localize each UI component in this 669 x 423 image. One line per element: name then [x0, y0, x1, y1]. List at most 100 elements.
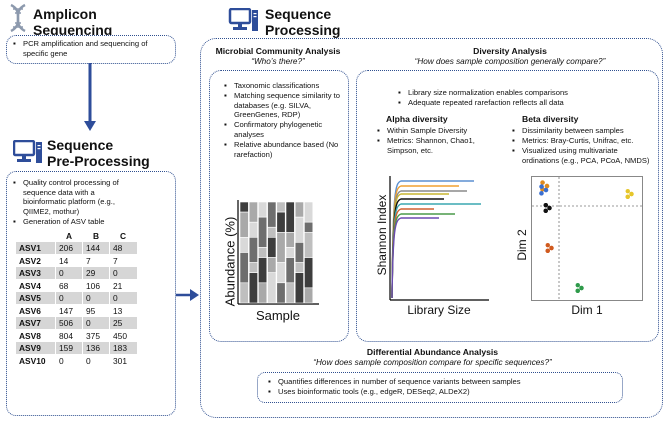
bar-segment [239, 237, 249, 253]
preprocessing-bullet-qc: Quality control processing of sequence d… [13, 178, 131, 216]
alpha-title: Alpha diversity [386, 114, 448, 124]
abundance-xlabel: Sample [255, 308, 301, 323]
asv-row-name: ASV3 [15, 266, 56, 280]
bar-segment [294, 242, 304, 263]
bar-segment [258, 257, 268, 284]
differential-bullet-quantifies: Quantifies differences in number of sequ… [268, 377, 612, 387]
bar-segment [267, 272, 277, 304]
bar-segment [248, 221, 258, 238]
bar-segment [258, 247, 268, 258]
bar-segment [285, 201, 295, 233]
sample-point [575, 282, 580, 288]
sample-point [539, 191, 544, 196]
shannon-ylabel: Shannon Index [375, 194, 389, 276]
bar-segment [294, 272, 304, 304]
beta-bullet-visualized: Visualized using multivariate ordination… [512, 146, 656, 165]
bar-segment [276, 282, 286, 304]
preprocessing-title-line2: Pre-Processing [47, 153, 150, 169]
beta-bullet-metrics: Metrics: Bray-Curtis, Unifrac, etc. [512, 136, 656, 146]
asv-row-name: ASV4 [15, 279, 56, 292]
asv-table-header: A B C [16, 229, 137, 242]
processing-title-line2: Processing [265, 22, 341, 38]
rarefaction-curve [391, 185, 459, 299]
bar-segment [239, 201, 249, 213]
preprocessing-title: Sequence Pre-Processing [47, 137, 150, 169]
bar-segment [285, 247, 295, 258]
sample-point [543, 208, 548, 213]
bar-segment [294, 201, 304, 218]
asv-cell: 0 [109, 291, 137, 305]
rarefaction-curve [391, 190, 467, 299]
ordination-scatter-chart [531, 176, 643, 301]
differential-bullet-tools: Uses bioinformatic tools (e.g., edgeR, D… [268, 387, 612, 397]
microbial-bullet-taxonomic: Taxonomic classifications [224, 81, 340, 91]
differential-question: “How does sample composition compare for… [313, 358, 552, 367]
asv-cell: 0 [82, 291, 110, 305]
asv-cell: 506 [55, 316, 83, 330]
bar-segment [248, 262, 258, 273]
preprocessing-title-line1: Sequence [47, 137, 114, 153]
amplicon-bullet: PCR amplification and sequencing of spec… [13, 39, 169, 58]
processing-title: Sequence Processing [265, 6, 340, 38]
rarefaction-curve [391, 217, 439, 299]
dna-icon [10, 3, 26, 33]
microbial-bullet-phylogenetic: Confirmatory phylogenetic analyses [224, 120, 340, 139]
rarefaction-curve [391, 208, 434, 299]
bar-segment [258, 282, 268, 304]
computer-icon [228, 8, 258, 31]
asv-cell: 0 [82, 316, 110, 330]
bar-segment [285, 231, 295, 248]
preprocessing-bullet-asv: Generation of ASV table [13, 217, 170, 227]
diversity-bullets: Library size normalization enables compa… [398, 88, 648, 108]
differential-box: Quantifies differences in number of sequ… [257, 372, 623, 403]
amplicon-box: PCR amplification and sequencing of spec… [6, 35, 176, 64]
rarefaction-curve-chart [389, 176, 489, 301]
bar-segment [304, 287, 314, 304]
abundance-ylabel: Abundance (%) [222, 216, 238, 307]
library-size-xlabel: Library Size [407, 303, 471, 317]
sample-point [543, 187, 549, 193]
beta-title: Beta diversity [522, 114, 579, 124]
bar-segment [276, 231, 286, 263]
bar-segment [276, 262, 286, 284]
bar-segment [258, 216, 268, 248]
asv-row-name: ASV5 [15, 291, 56, 305]
asv-cell: 25 [109, 316, 137, 330]
bar-segment [276, 211, 286, 233]
sample-point [545, 242, 550, 248]
beta-bullets: Dissimilarity between samples Metrics: B… [512, 126, 656, 166]
microbial-bullet-matching: Matching sequence similarity to database… [224, 91, 340, 120]
diversity-title: Diversity Analysis [473, 46, 547, 56]
asv-row-name: ASV2 [15, 254, 56, 267]
asv-row-name: ASV8 [15, 329, 56, 342]
arrow-right [176, 289, 199, 301]
bar-segment [285, 282, 295, 304]
asv-cell: 0 [82, 354, 110, 367]
bar-segment [304, 231, 314, 258]
sample-point [539, 184, 544, 189]
asv-row-name: ASV6 [15, 304, 56, 317]
alpha-bullets: Within Sample Diversity Metrics: Shannon… [377, 126, 495, 156]
bar-segment [239, 211, 249, 238]
asv-cell: 29 [82, 266, 110, 280]
asv-header-blank [16, 229, 56, 242]
alpha-bullet-metrics: Metrics: Shannon, Chao1, Simpson, etc. [377, 136, 495, 155]
bar-segment [239, 282, 249, 304]
arrow-down [84, 63, 96, 131]
asv-cell: 206 [55, 241, 83, 255]
sample-point [629, 191, 634, 197]
asv-row-name: ASV1 [15, 241, 56, 255]
bar-segment [294, 262, 304, 273]
microbial-question: “Who’s there?” [251, 57, 305, 66]
asv-cell: 0 [55, 266, 83, 280]
dim1-xlabel: Dim 1 [571, 303, 603, 317]
amplicon-title-line1: Amplicon [33, 6, 97, 22]
asv-cell: 14 [55, 254, 83, 267]
asv-cell: 13 [109, 304, 137, 317]
bar-segment [304, 257, 314, 289]
